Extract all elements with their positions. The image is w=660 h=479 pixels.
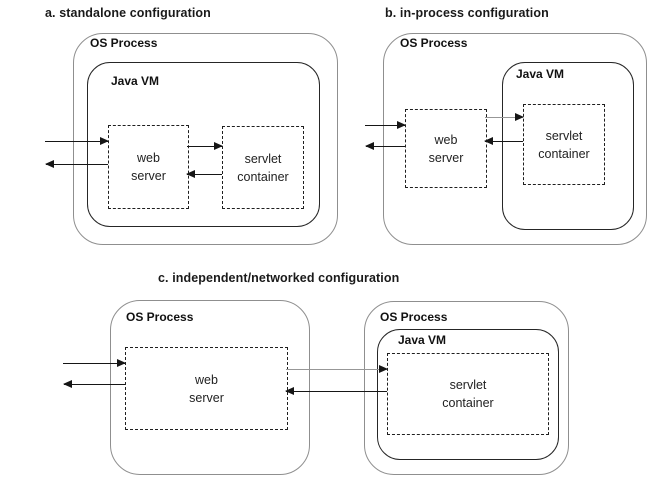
panel-a-servlet-container-box: servlet container bbox=[222, 126, 304, 209]
panel-b-web-server-box: web server bbox=[405, 109, 487, 188]
panel-b-outbound-response-arrow bbox=[365, 142, 405, 150]
panel-b-servlet-container-box: servlet container bbox=[523, 104, 605, 185]
panel-c-container-to-webserver-arrow bbox=[285, 387, 387, 395]
panel-b-os-process-label: OS Process bbox=[400, 36, 468, 50]
panel-a-java-vm-box bbox=[87, 62, 320, 227]
panel-c-servlet-container-box: servlet container bbox=[387, 353, 549, 435]
panel-b-container-to-webserver-arrow bbox=[484, 137, 523, 145]
panel-a-java-vm-label: Java VM bbox=[111, 74, 160, 88]
panel-c-webserver-to-container-arrow bbox=[286, 365, 388, 373]
panel-a-web-server-box: web server bbox=[108, 125, 189, 209]
panel-a-webserver-to-container-arrow bbox=[187, 142, 223, 150]
panel-c-web-server-box: web server bbox=[125, 347, 288, 430]
panel-c-java-vm-label: Java VM bbox=[398, 333, 447, 347]
panel-b-webserver-to-container-arrow bbox=[485, 113, 524, 121]
panel-b-os-process-box bbox=[383, 33, 647, 245]
panel-b-inbound-request-arrow bbox=[365, 121, 406, 129]
panel-c-left-os-process-box bbox=[110, 300, 310, 475]
panel-c-right-os-process-box bbox=[364, 301, 569, 475]
panel-b-java-vm-label: Java VM bbox=[516, 67, 565, 81]
panel-a-title: a. standalone configuration bbox=[45, 6, 211, 20]
panel-c-inbound-request-arrow bbox=[63, 359, 126, 367]
panel-a-os-process-label: OS Process bbox=[90, 36, 158, 50]
panel-a-container-to-webserver-arrow bbox=[186, 170, 222, 178]
panel-a-os-process-box bbox=[73, 33, 338, 245]
panel-c-right-os-process-label: OS Process bbox=[380, 310, 448, 324]
panel-c-left-os-process-label: OS Process bbox=[126, 310, 194, 324]
panel-c-outbound-response-arrow bbox=[63, 380, 125, 388]
panel-b-java-vm-box bbox=[502, 62, 634, 230]
panel-c-title: c. independent/networked configuration bbox=[158, 271, 400, 285]
panel-a-inbound-request-arrow bbox=[45, 137, 109, 145]
panel-a-outbound-response-arrow bbox=[45, 160, 108, 168]
panel-b-title: b. in-process configuration bbox=[385, 6, 549, 20]
panel-c-java-vm-box bbox=[377, 329, 559, 460]
